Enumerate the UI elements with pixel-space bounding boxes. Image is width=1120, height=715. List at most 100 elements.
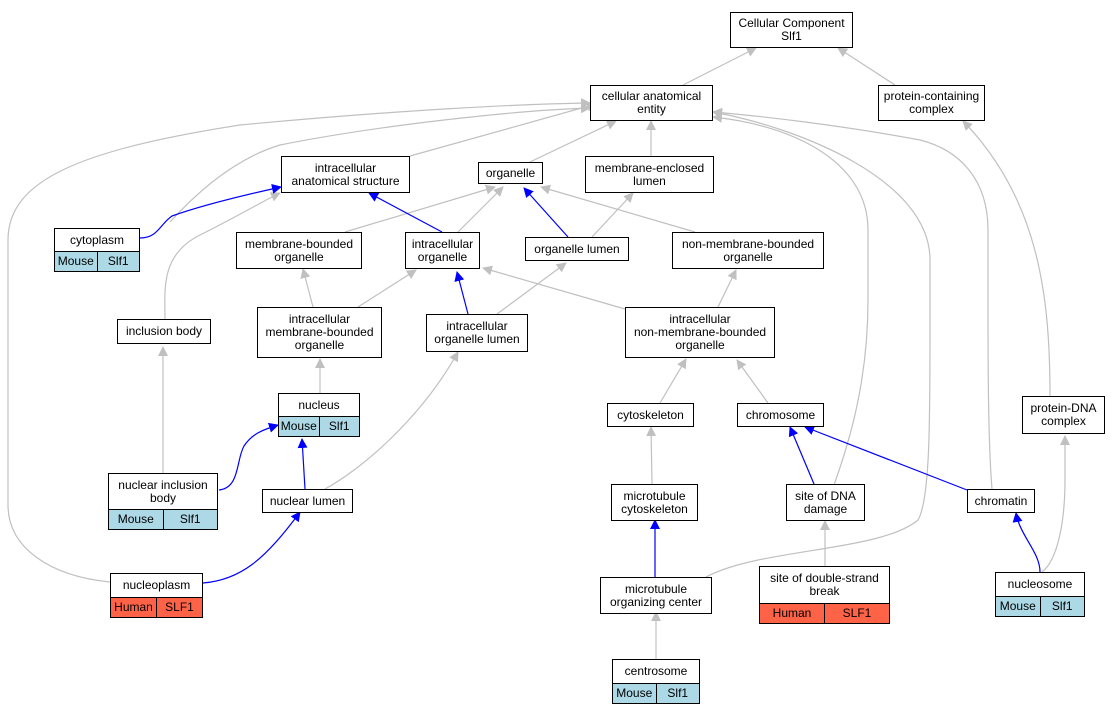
gene-cell: Slf1 bbox=[162, 510, 218, 529]
edge-chrom-to-inmbo bbox=[736, 359, 769, 404]
node-label: inclusion body bbox=[125, 324, 203, 338]
node-label: chromatin bbox=[974, 493, 1028, 508]
node-organelle-lumen[interactable]: organelle lumen bbox=[525, 237, 629, 261]
edge-io-to-organelle bbox=[457, 186, 504, 233]
gene-cell: SLF1 bbox=[824, 604, 889, 623]
edge-sdd-partof-chrom bbox=[788, 426, 815, 485]
species-cell: Mouse bbox=[280, 419, 317, 433]
edge-pcc-to-root bbox=[837, 47, 896, 86]
edge-cyto-to-anat bbox=[169, 103, 591, 223]
edge-iol-partof-io bbox=[454, 271, 469, 315]
edge-ol-partof-organelle bbox=[523, 187, 569, 238]
species-row: Human SLF1 bbox=[760, 603, 889, 623]
edge-cytosk-to-inmbo bbox=[659, 358, 687, 404]
node-nucleus[interactable]: nucleus Mouse Slf1 bbox=[278, 393, 360, 437]
edge-nib-partof-nucleus bbox=[218, 422, 279, 491]
edge-iol-to-ol bbox=[496, 262, 567, 315]
species-row: Mouse Slf1 bbox=[55, 251, 139, 271]
node-centrosome[interactable]: centrosome Mouse Slf1 bbox=[612, 659, 700, 704]
species-cell: Human bbox=[114, 600, 153, 614]
node-label: organelle bbox=[485, 165, 536, 180]
edge-nucleoplasm-partof-nl bbox=[202, 511, 301, 584]
edge-chromatin-to-anat bbox=[712, 107, 993, 490]
edge-sdd-to-anat bbox=[712, 112, 869, 486]
node-organelle[interactable]: organelle bbox=[478, 162, 543, 184]
edge-mtc-to-cytosk bbox=[646, 426, 657, 485]
edge-cyto-partof-ias bbox=[139, 184, 282, 239]
edge-mtoc-to-anat bbox=[705, 108, 931, 578]
edge-mbo-to-organelle bbox=[344, 184, 496, 233]
species-row: Mouse Slf1 bbox=[996, 596, 1084, 616]
edge-chromatin-partof-chrom bbox=[804, 425, 968, 491]
edge-organelle-to-anat bbox=[529, 120, 617, 163]
node-label: chromosome bbox=[745, 407, 816, 422]
edge-nucleosome-partof-chromatin bbox=[1012, 512, 1041, 573]
node-label: cytoskeleton bbox=[617, 407, 684, 422]
edge-anat-to-root bbox=[682, 47, 757, 86]
gene-cell: Slf1 bbox=[318, 417, 360, 436]
edge-pdc-to-pcc bbox=[962, 120, 1051, 397]
gene-cell: SLF1 bbox=[156, 598, 202, 617]
edge-io-partof-ias bbox=[368, 192, 443, 233]
node-label: organelle lumen bbox=[534, 241, 620, 256]
node-label: nuclear lumen bbox=[269, 493, 346, 508]
edge-imbo-to-io bbox=[357, 269, 417, 308]
node-nucleoplasm[interactable]: nucleoplasm Human SLF1 bbox=[110, 573, 203, 618]
node-cytoplasm[interactable]: cytoplasm Mouse Slf1 bbox=[54, 228, 140, 272]
edge-ol-to-mel bbox=[591, 192, 634, 238]
edge-nucleosome-to-pdc bbox=[1041, 435, 1070, 573]
node-nuclear-lumen[interactable]: nuclear lumen bbox=[262, 489, 353, 513]
species-cell: Mouse bbox=[117, 512, 154, 526]
edge-ias-to-anat bbox=[409, 101, 597, 157]
gene-cell: Slf1 bbox=[1039, 597, 1085, 616]
node-cytoskeleton[interactable]: cytoskeleton bbox=[607, 403, 694, 427]
edge-ib-to-ias bbox=[164, 192, 281, 320]
node-nucleosome[interactable]: nucleosome Mouse Slf1 bbox=[995, 572, 1085, 617]
node-chromosome[interactable]: chromosome bbox=[737, 403, 824, 427]
edge-nl-to-iol bbox=[324, 351, 459, 490]
species-cell: Mouse bbox=[616, 686, 653, 700]
node-label: cytoplasm bbox=[69, 232, 125, 247]
gene-cell: Slf1 bbox=[96, 252, 140, 271]
node-inclusion-body[interactable]: inclusion body bbox=[117, 319, 211, 344]
species-row: Mouse Slf1 bbox=[613, 683, 699, 703]
edge-inmbo-to-nmbo bbox=[717, 269, 737, 308]
node-label: nucleosome bbox=[1007, 577, 1073, 591]
edge-nl-partof-nucleus bbox=[297, 438, 308, 490]
node-chromatin[interactable]: chromatin bbox=[967, 489, 1035, 513]
gene-cell: Slf1 bbox=[655, 684, 700, 703]
node-label: centrosome bbox=[624, 664, 688, 678]
